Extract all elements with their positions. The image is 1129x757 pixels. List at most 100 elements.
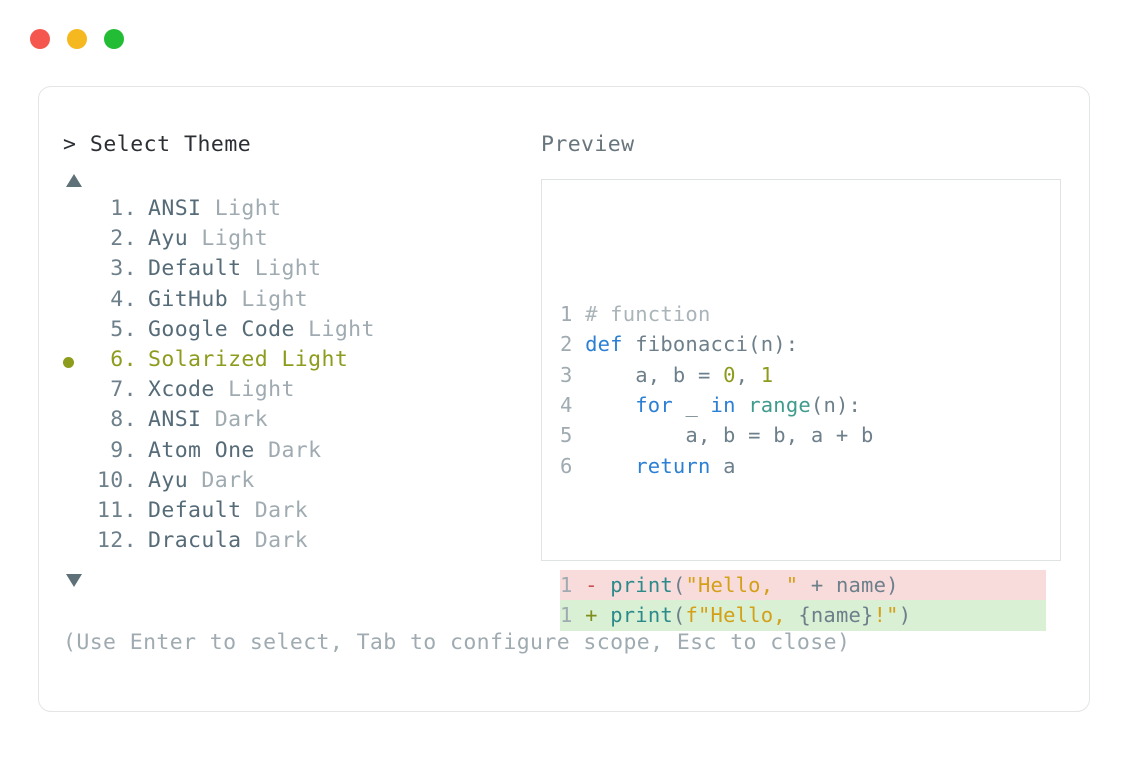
theme-index: 2. xyxy=(110,226,137,252)
code-token xyxy=(585,454,635,478)
selected-bullet-cell xyxy=(63,468,89,498)
selected-bullet-cell xyxy=(63,438,89,468)
theme-list-item[interactable]: 3. Default Light xyxy=(63,256,533,286)
code-line: 3 a, b = 0, 1 xyxy=(560,360,1060,390)
theme-index: 3. xyxy=(110,256,137,282)
maximize-button[interactable] xyxy=(104,29,124,49)
code-token: ( xyxy=(672,573,686,598)
code-token: f"Hello, xyxy=(685,603,799,628)
line-number: 5 xyxy=(560,423,586,448)
diff-sign: - xyxy=(585,573,611,598)
code-token: def xyxy=(585,332,636,357)
code-token: fibonacci xyxy=(635,332,749,357)
theme-variant: Dark xyxy=(241,497,309,523)
code-token: ) xyxy=(898,603,912,628)
diff-line-added: 1 + print(f"Hello, {name}!") xyxy=(560,600,1046,631)
diff-line-removed: 1 - print("Hello, " + name) xyxy=(560,570,1046,601)
code-token: print xyxy=(610,603,673,628)
code-token: , xyxy=(735,362,761,387)
code-token: range xyxy=(748,393,811,418)
code-token: (n): xyxy=(810,393,862,418)
theme-list-item[interactable]: 4.GitHub Light xyxy=(63,287,533,317)
selected-bullet-cell xyxy=(63,498,89,528)
theme-index: 10. xyxy=(96,467,137,493)
theme-list-item[interactable]: 8.ANSI Dark xyxy=(63,407,533,437)
selected-bullet-cell xyxy=(63,317,89,347)
theme-index: 1. xyxy=(110,196,137,221)
theme-list-item[interactable]: 12.Dracula Dark xyxy=(63,528,533,558)
selected-bullet-cell xyxy=(63,377,89,407)
theme-name: GitHub xyxy=(148,286,229,312)
selected-bullet-cell xyxy=(63,256,89,286)
selected-bullet-icon xyxy=(63,356,74,368)
code-line: 4 for _ in range(n): xyxy=(560,390,1060,420)
theme-list-item[interactable]: 1.ANSI Light xyxy=(63,196,533,226)
theme-name: Atom One xyxy=(148,437,255,463)
line-number: 1 xyxy=(560,603,586,628)
theme-variant: Dark xyxy=(201,407,269,433)
code-line: 1 # function xyxy=(560,299,1060,329)
theme-name: Default xyxy=(148,256,242,282)
theme-variant: Light xyxy=(241,256,322,282)
diff-sign: + xyxy=(585,603,611,628)
theme-index: 11. xyxy=(96,497,137,523)
code-token: 0 xyxy=(723,362,736,387)
theme-variant: Light xyxy=(268,346,349,372)
theme-list-item[interactable]: 9.Atom One Dark xyxy=(63,438,533,468)
line-number: 3 xyxy=(560,362,586,387)
code-token xyxy=(585,393,635,417)
theme-variant: Light xyxy=(228,286,309,312)
line-number: 4 xyxy=(560,393,586,418)
selected-bullet-cell xyxy=(63,196,89,226)
theme-name: Solarized xyxy=(148,346,269,372)
prompt-header: > Select Theme xyxy=(63,131,533,159)
code-token: (n): xyxy=(748,332,799,357)
triangle-down-icon[interactable] xyxy=(66,574,82,588)
code-token: a, b = xyxy=(585,362,724,387)
theme-index: 6. xyxy=(110,346,137,372)
code-token: in xyxy=(710,393,736,418)
line-number: 1 xyxy=(560,301,586,326)
theme-list-item[interactable]: 6. Solarized Light xyxy=(63,347,533,377)
minimize-button[interactable] xyxy=(67,29,87,49)
close-button[interactable] xyxy=(30,29,50,49)
theme-name: Xcode xyxy=(148,377,215,403)
theme-name: Ayu xyxy=(148,467,189,493)
code-line: 2 def fibonacci(n): xyxy=(560,329,1060,359)
theme-list-item[interactable]: 2.Ayu Light xyxy=(63,226,533,256)
theme-variant: Dark xyxy=(241,528,309,554)
code-token: !" xyxy=(873,603,899,628)
code-token: 1 xyxy=(760,362,774,387)
prompt-caret: > xyxy=(63,132,77,157)
code-token: + name) xyxy=(798,573,899,598)
theme-list-item[interactable]: 7.Xcode Light xyxy=(63,377,533,407)
page-title: Select Theme xyxy=(89,132,252,157)
line-number: 2 xyxy=(560,332,586,357)
theme-list-item[interactable]: 5.Google Code Light xyxy=(63,317,533,347)
selected-bullet-cell xyxy=(63,347,89,377)
code-token: ( xyxy=(672,603,686,628)
selected-bullet-cell xyxy=(63,528,89,558)
theme-name: ANSI xyxy=(148,196,202,221)
theme-index: 5. xyxy=(110,316,137,342)
theme-list-item[interactable]: 11.Default Dark xyxy=(63,498,533,528)
theme-list-item[interactable]: 10.Ayu Dark xyxy=(63,468,533,498)
code-token: {name} xyxy=(798,603,874,628)
code-token: a xyxy=(710,453,736,478)
line-number: 1 xyxy=(560,573,586,598)
theme-name: Google Code xyxy=(148,316,295,342)
selected-bullet-cell xyxy=(63,287,89,317)
selected-bullet-cell xyxy=(63,226,89,256)
code-token: a, b = b, a + b xyxy=(585,423,874,448)
preview-label: Preview xyxy=(541,132,635,157)
code-token: for xyxy=(635,393,673,418)
theme-name: Ayu xyxy=(148,226,189,252)
triangle-up-icon[interactable] xyxy=(66,174,82,187)
code-line: 5 a, b = b, a + b xyxy=(560,420,1060,450)
